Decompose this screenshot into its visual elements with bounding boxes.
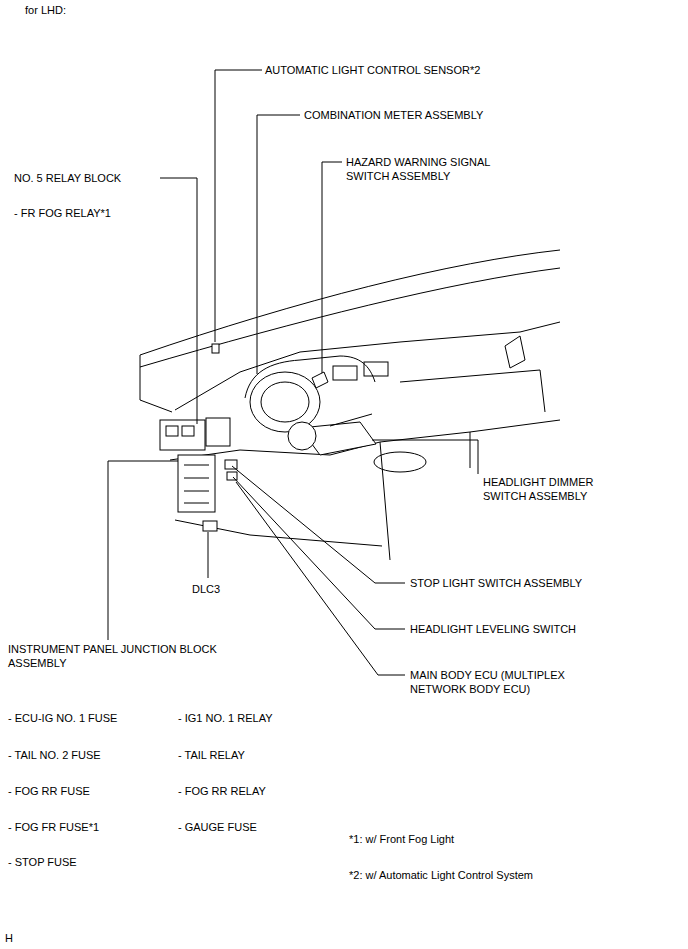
- part-label: STOP LIGHT SWITCH ASSEMBLY: [410, 576, 582, 590]
- part-item: - FOG RR FUSE: [8, 784, 90, 798]
- windshield-base: [140, 250, 560, 355]
- part-label: HEADLIGHT DIMMER SWITCH ASSEMBLY: [483, 475, 618, 503]
- part-label: HAZARD WARNING SIGNAL SWITCH ASSEMBLY: [346, 155, 516, 183]
- dash-top: [140, 268, 560, 367]
- meter-dial: [261, 382, 309, 422]
- light-sensor: [212, 344, 219, 353]
- part-item: - STOP FUSE: [8, 855, 77, 869]
- part-label: NO. 5 RELAY BLOCK: [14, 171, 121, 185]
- console-right: [470, 432, 471, 468]
- part-item: - GAUGE FUSE: [178, 820, 257, 834]
- center-display: [364, 362, 388, 376]
- fuse-rows: [184, 465, 209, 503]
- wiper-lever: [330, 414, 372, 426]
- hazard-switch: [312, 372, 328, 388]
- side-vent: [206, 418, 230, 446]
- dash-surface: [175, 322, 560, 410]
- leader-line: [257, 115, 300, 374]
- leader-line: [108, 461, 178, 640]
- relay: [182, 426, 194, 436]
- leader-line: [322, 162, 342, 373]
- part-item: - ECU-IG NO. 1 FUSE: [8, 711, 117, 725]
- part-item: - FR FOG RELAY*1: [14, 206, 111, 220]
- leader-line: [215, 70, 262, 342]
- heading: for LHD:: [25, 3, 66, 17]
- leader-line: [208, 532, 209, 578]
- part-label: INSTRUMENT PANEL JUNCTION BLOCK ASSEMBLY: [8, 642, 253, 670]
- footnote: *2: w/ Automatic Light Control System: [349, 868, 533, 882]
- junction-block: [178, 455, 215, 512]
- leveling-switch: [227, 472, 237, 480]
- side-vent: [505, 336, 525, 368]
- footnote: *1: w/ Front Fog Light: [349, 832, 454, 846]
- leader-line: [232, 466, 405, 583]
- leader-line: [236, 482, 405, 675]
- glove-box-line: [400, 370, 545, 412]
- part-label: MAIN BODY ECU (MULTIPLEX NETWORK BODY EC…: [410, 668, 590, 696]
- center-display: [333, 366, 357, 380]
- cup-holder: [374, 452, 426, 472]
- part-item: - TAIL RELAY: [178, 748, 245, 762]
- part-item: - TAIL NO. 2 FUSE: [8, 748, 101, 762]
- part-item: - FOG RR RELAY: [178, 784, 266, 798]
- combination-switch: [288, 422, 316, 450]
- knee-panel: [175, 520, 382, 546]
- leader-line: [372, 440, 478, 474]
- relay: [166, 426, 178, 436]
- part-label: COMBINATION METER ASSEMBLY: [304, 108, 483, 122]
- part-label: HEADLIGHT LEVELING SWITCH: [410, 622, 576, 636]
- dlc3-connector: [203, 521, 217, 531]
- leader-line: [160, 178, 197, 424]
- console-left: [380, 442, 390, 560]
- dash-lower-edge: [170, 420, 560, 460]
- part-item: - IG1 NO. 1 RELAY: [178, 711, 273, 725]
- combination-meter: [250, 372, 320, 432]
- figure-code: H: [5, 931, 13, 945]
- relay-block: [160, 420, 205, 450]
- stop-light-switch: [225, 460, 237, 469]
- part-label: DLC3: [192, 582, 220, 596]
- leader-line: [233, 477, 405, 629]
- part-label: AUTOMATIC LIGHT CONTROL SENSOR*2: [265, 63, 480, 77]
- part-item: - FOG FR FUSE*1: [8, 820, 99, 834]
- a-pillar: [140, 355, 172, 412]
